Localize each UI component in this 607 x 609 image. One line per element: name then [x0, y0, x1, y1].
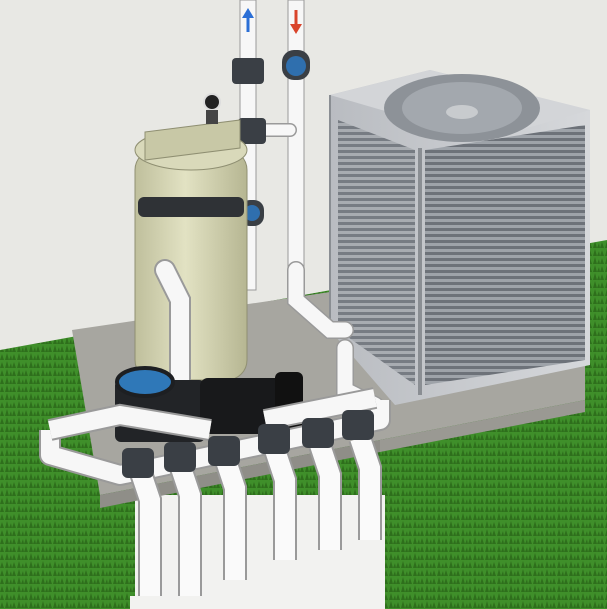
- pump-strainer-lid: [115, 366, 175, 398]
- return-lines: [128, 434, 382, 609]
- pressure-gauge: [203, 93, 221, 111]
- valve-manifold: [39, 387, 391, 486]
- sand-filter-tank: [134, 93, 248, 381]
- condenser-front-grille: [425, 125, 585, 385]
- manifold-valves: [122, 410, 374, 478]
- valve-2: [164, 442, 196, 472]
- valve-4: [258, 424, 290, 454]
- valve-3: [208, 436, 240, 466]
- return-arrow-down: [290, 10, 302, 34]
- condenser-left-grille: [338, 120, 415, 385]
- valve-6: [342, 410, 374, 440]
- ground-cutaway: [135, 495, 385, 609]
- valve-5: [302, 418, 334, 448]
- ac-condenser: [329, 70, 590, 405]
- valve-1: [122, 448, 154, 478]
- supply-arrow-up: [242, 8, 254, 32]
